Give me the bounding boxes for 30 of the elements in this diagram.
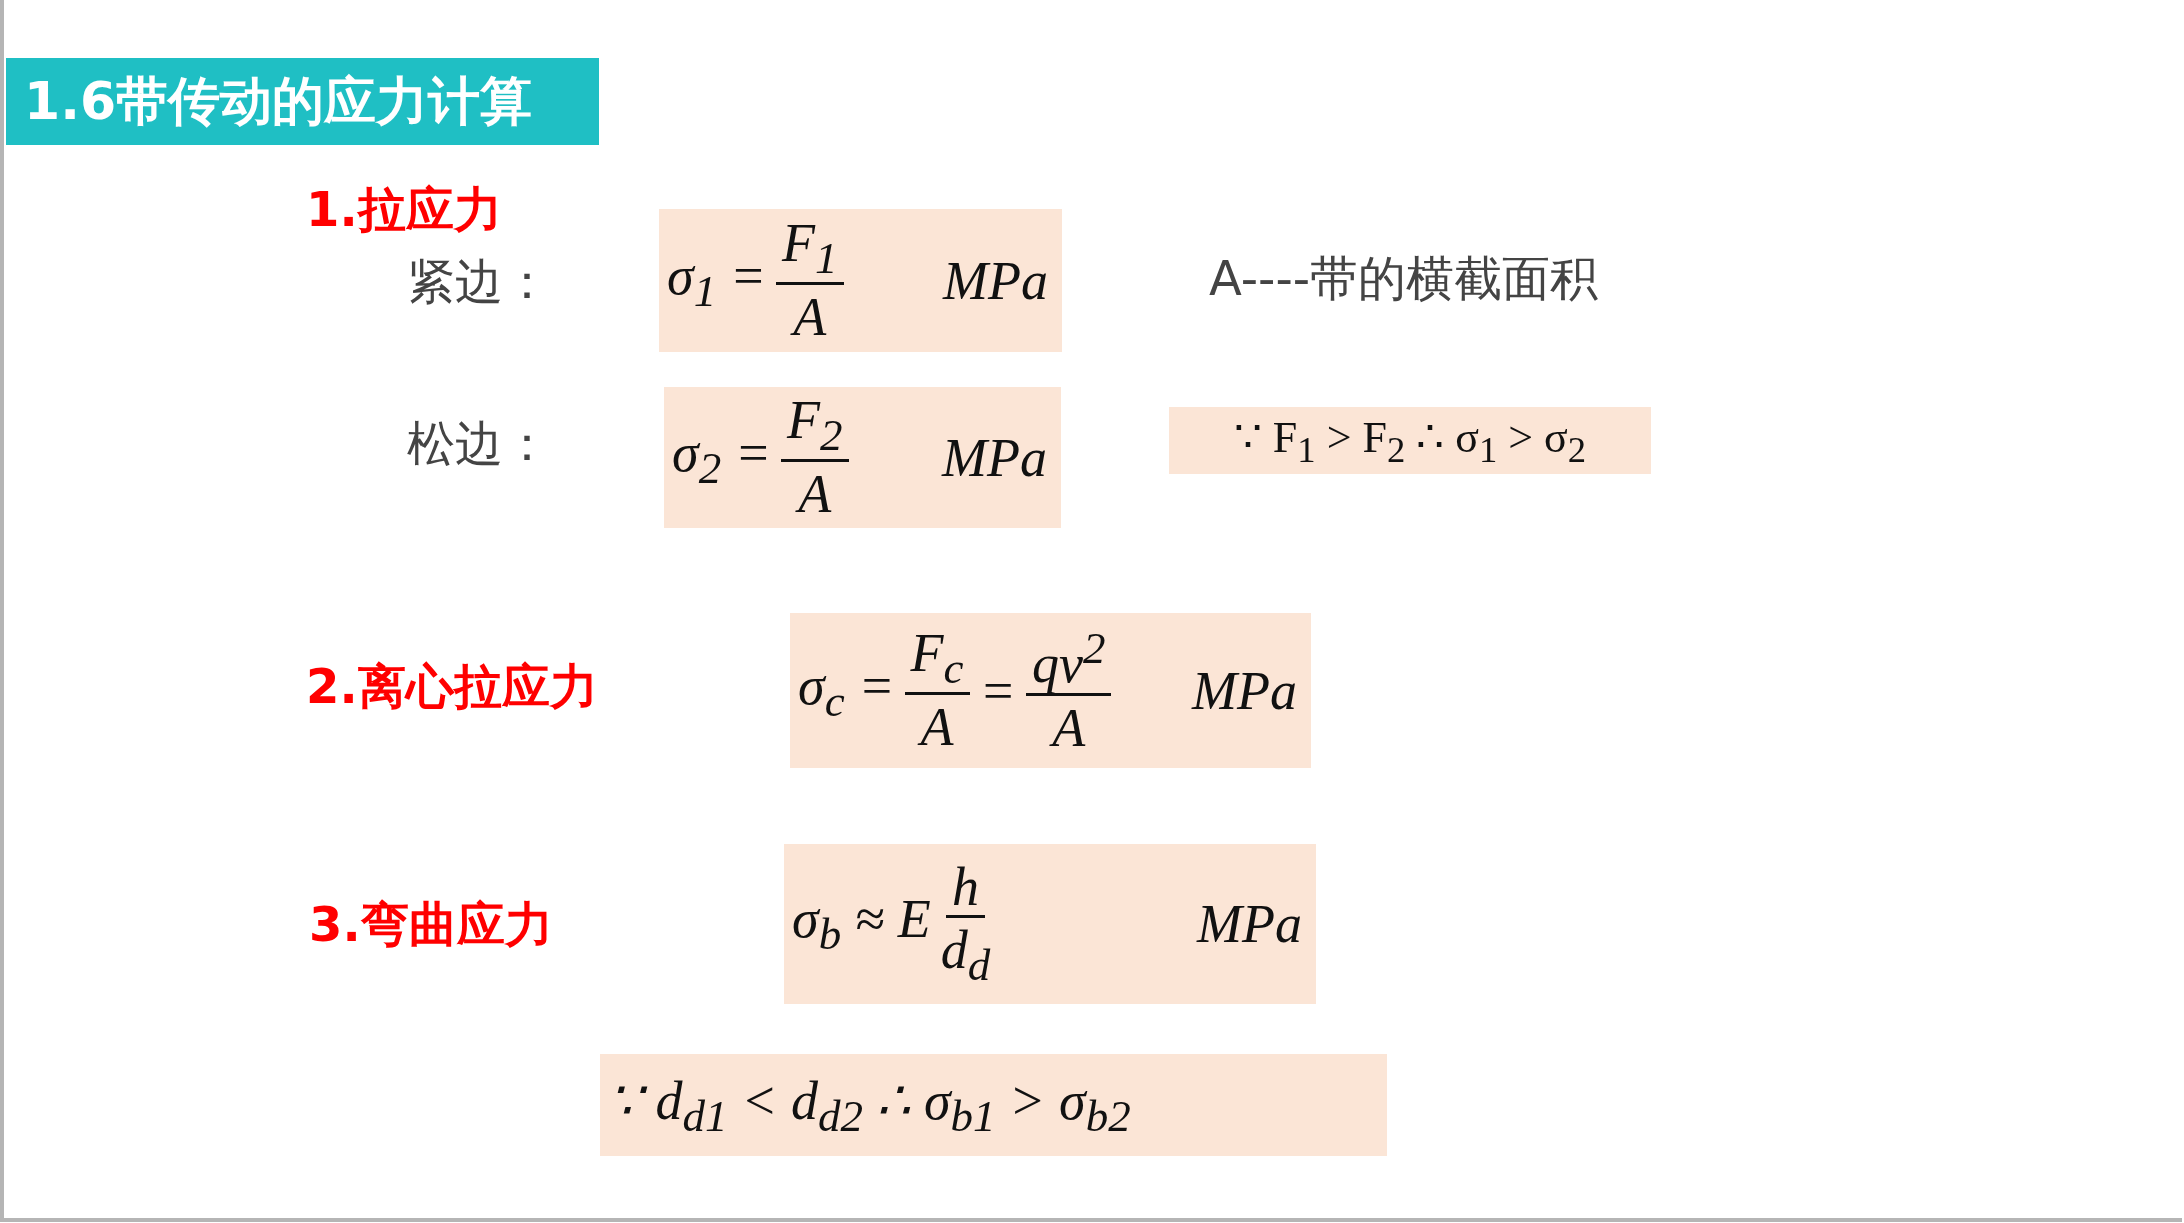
formula-box bbox=[600, 1054, 1387, 1156]
denominator: d$_{d}$ bbox=[940, 919, 991, 990]
formula-box bbox=[664, 387, 1061, 528]
formula-term: σ$_{2}$ = bbox=[672, 421, 772, 494]
numerator: F$_{c}$ bbox=[904, 625, 970, 696]
unit-text: MPa bbox=[942, 426, 1047, 489]
side-label: 松边： bbox=[407, 414, 551, 473]
unit-text: MPa bbox=[1192, 659, 1297, 722]
formula-text: ∵ F$_{1}$ > F$_{2}$ ∴ σ$_{1}$ > σ$_{2}$ bbox=[1233, 411, 1587, 471]
unit-text: MPa bbox=[1197, 893, 1302, 955]
formula-term: σ$_{b}$ ≈ E bbox=[792, 888, 931, 960]
section-heading: 1.拉应力 bbox=[306, 180, 502, 239]
side-label: 紧边： bbox=[407, 252, 551, 311]
section-heading: 2.离心拉应力 bbox=[306, 657, 598, 716]
formula-term: = bbox=[979, 659, 1016, 722]
formula-box bbox=[659, 209, 1062, 352]
formula-text: ∵ d$_{d1}$ < d$_{d2}$ ∴ σ$_{b1}$ > σ$_{b2}$ bbox=[608, 1069, 1131, 1142]
formula-box bbox=[784, 844, 1316, 1004]
slide-title: 1.6带传动的应力计算 bbox=[6, 58, 599, 145]
definition-text: A----带的横截面积 bbox=[1209, 249, 1599, 308]
section-heading: 3.弯曲应力 bbox=[309, 895, 553, 954]
numerator: F$_{1}$ bbox=[776, 215, 844, 286]
formula-box bbox=[1169, 407, 1651, 474]
numerator: h bbox=[946, 858, 985, 919]
formula-term: σ$_{1}$ = bbox=[667, 244, 767, 317]
formula-term: σ$_{c}$ = bbox=[798, 654, 895, 727]
unit-text: MPa bbox=[943, 249, 1048, 312]
formula-box bbox=[790, 613, 1311, 768]
numerator: qv$^{2}$ bbox=[1026, 624, 1112, 696]
numerator: F$_{2}$ bbox=[781, 392, 849, 463]
